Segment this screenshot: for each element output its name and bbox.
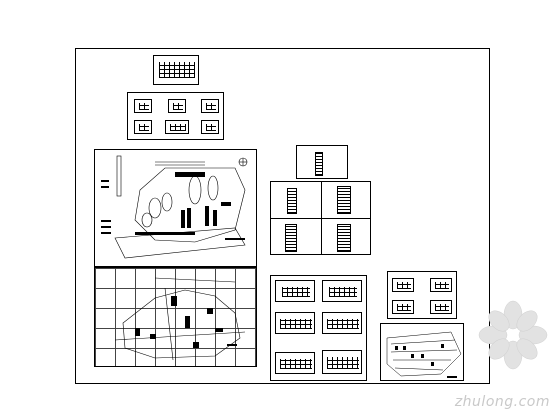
watermark-text: zhulong.com xyxy=(454,394,550,410)
elevation-building xyxy=(337,224,351,252)
index-mini-5 xyxy=(165,120,189,134)
detail-mini xyxy=(430,278,452,292)
index-mini-4 xyxy=(134,120,152,134)
floor-plan-mini xyxy=(322,312,362,334)
detail-mini xyxy=(430,300,452,314)
drawing-frame xyxy=(75,48,490,384)
index-sheet-group[interactable] xyxy=(127,92,224,140)
index-mini-6 xyxy=(201,120,219,134)
landscape-plan-drawing xyxy=(386,331,462,378)
floor-plan-mini xyxy=(322,280,362,302)
detail-mini xyxy=(392,300,414,314)
landscape-plan-sheet[interactable] xyxy=(380,323,464,381)
cover-image xyxy=(159,62,195,78)
grid-plan-sheet[interactable] xyxy=(94,267,257,367)
floor-plan-mini xyxy=(275,280,315,302)
grid-plan-drawing xyxy=(114,277,246,361)
elevation-building xyxy=(315,152,323,176)
site-plan-drawing xyxy=(101,155,248,259)
detail-sheet-group[interactable] xyxy=(387,271,457,319)
index-mini-3 xyxy=(201,99,219,113)
elevation-sheet-group[interactable] xyxy=(270,181,371,255)
elevation-sheet-small[interactable] xyxy=(296,145,348,179)
elevation-building xyxy=(285,224,297,252)
site-plan-sheet[interactable] xyxy=(94,149,257,267)
index-mini-2 xyxy=(168,99,186,113)
elevation-building xyxy=(287,188,297,214)
cover-sheet[interactable] xyxy=(153,55,199,85)
flower-logo-icon xyxy=(478,300,548,370)
floor-plan-mini xyxy=(275,352,315,374)
elevation-building xyxy=(337,186,351,214)
floor-plan-mini xyxy=(275,312,315,334)
floor-plan-mini xyxy=(322,350,362,374)
detail-mini xyxy=(392,278,414,292)
floor-plan-sheet-group[interactable] xyxy=(270,275,367,381)
index-mini-1 xyxy=(134,99,152,113)
